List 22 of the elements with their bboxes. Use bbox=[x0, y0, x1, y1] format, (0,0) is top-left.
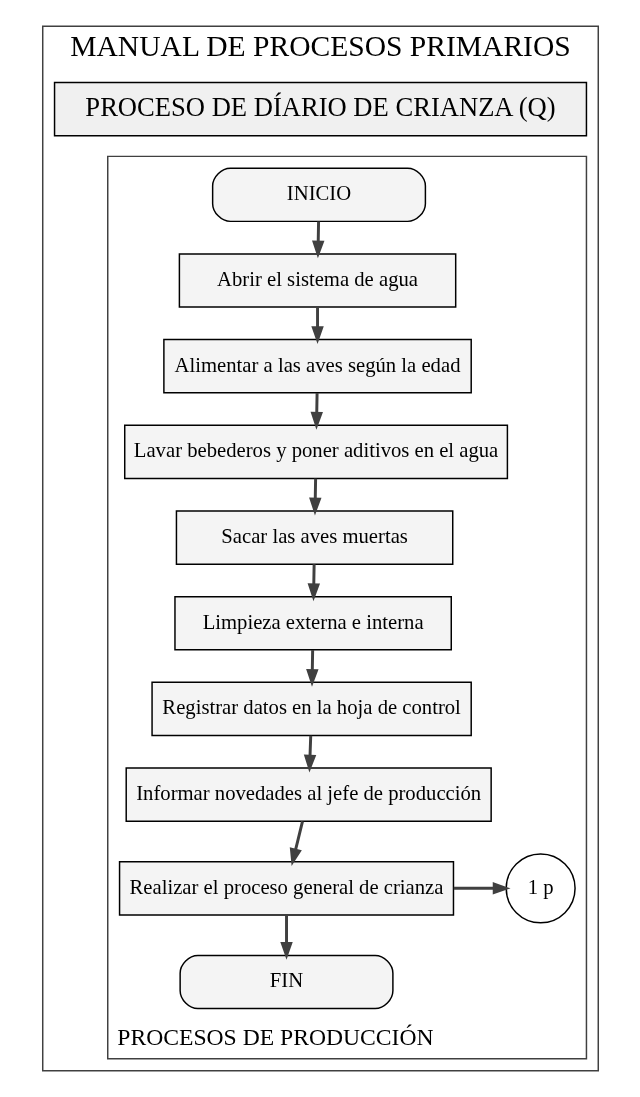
arrow bbox=[311, 221, 324, 259]
arrow bbox=[303, 735, 316, 773]
node-box: INICIO bbox=[211, 167, 426, 223]
node-circle: 1 p bbox=[505, 853, 576, 924]
arrow bbox=[310, 392, 323, 430]
arrow bbox=[279, 915, 293, 960]
node-box: Sacar las aves muertas bbox=[175, 510, 453, 565]
arrow bbox=[308, 478, 321, 516]
arrow bbox=[305, 650, 319, 687]
node-box: Abrir el sistema de agua bbox=[178, 253, 456, 308]
node-box: FIN bbox=[178, 954, 394, 1010]
node-box: Informar novedades al jefe de producción bbox=[124, 767, 492, 822]
node-box: Limpieza externa e interna bbox=[173, 595, 452, 651]
node-box: Registrar datos en la hoja de control bbox=[150, 681, 472, 737]
arrow bbox=[289, 821, 304, 867]
arrow bbox=[307, 564, 320, 602]
arrow bbox=[453, 882, 511, 895]
node-box: Realizar el proceso general de crianza bbox=[118, 861, 454, 916]
arrow bbox=[310, 307, 324, 345]
node-box: Alimentar a las aves según la edad bbox=[162, 338, 472, 394]
node-box: PROCESO DE DÍARIO DE CRIANZA (Q) bbox=[53, 81, 587, 137]
node-box: Lavar bebederos y poner aditivos en el agua bbox=[123, 424, 508, 480]
